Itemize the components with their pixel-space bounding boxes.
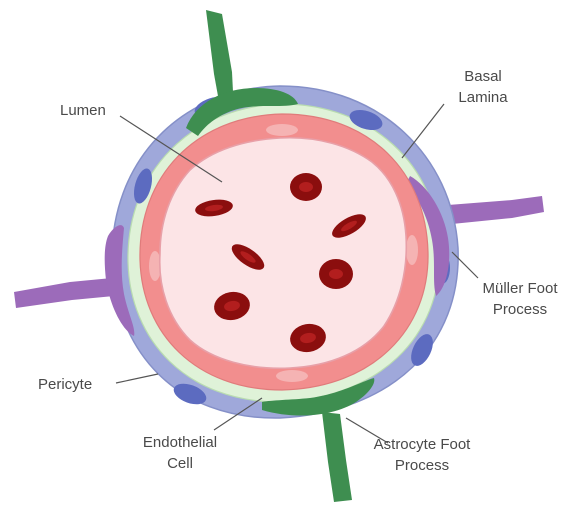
label-lumen-line-1: Lumen [60, 100, 106, 121]
label-endothelial-cell: Endothelial Cell [130, 432, 230, 474]
astrocyte-stalk-bottom [322, 412, 352, 502]
label-muller-foot-process: Müller Foot Process [470, 278, 570, 320]
red-blood-cell-center [329, 269, 343, 279]
label-astrocyte-line-1: Astrocyte Foot [362, 434, 482, 455]
label-endothelial-line-1: Endothelial [130, 432, 230, 453]
endothelial-nucleus [276, 370, 308, 382]
label-muller-line-2: Process [470, 299, 570, 320]
lumen [160, 138, 407, 369]
label-endothelial-line-2: Cell [130, 453, 230, 474]
label-lumen: Lumen [60, 100, 106, 121]
label-muller-line-1: Müller Foot [470, 278, 570, 299]
endothelial-nucleus [406, 235, 418, 265]
muller-stalk-left [14, 278, 114, 308]
label-pericyte-line-1: Pericyte [38, 374, 92, 395]
red-blood-cell-center [299, 182, 313, 192]
endothelial-nucleus [266, 124, 298, 136]
label-basal-lamina: Basal Lamina [438, 66, 528, 108]
label-basal-lamina-line-1: Basal [438, 66, 528, 87]
label-astrocyte-line-2: Process [362, 455, 482, 476]
astrocyte-stalk-top [206, 10, 233, 96]
muller-stalk-right [448, 196, 544, 224]
label-basal-lamina-line-2: Lamina [438, 87, 528, 108]
pericyte-leader-line [116, 374, 158, 383]
label-astrocyte-foot-process: Astrocyte Foot Process [362, 434, 482, 476]
label-pericyte: Pericyte [38, 374, 92, 395]
basal-lamina-leader-line [402, 104, 444, 158]
